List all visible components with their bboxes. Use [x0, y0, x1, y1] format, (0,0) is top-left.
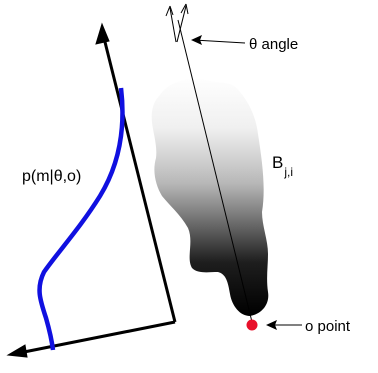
origin-pointer-arrowhead: [266, 320, 277, 330]
region-b-ji: [151, 78, 269, 317]
horizontal-axis: [23, 320, 176, 354]
angle-arrow-line-1: [169, 7, 177, 43]
angle-arrows: [165, 3, 189, 43]
theta-pointer-arrowhead: [191, 35, 202, 45]
density-axes: [6, 22, 177, 358]
theta-angle-label: θ angle: [249, 36, 298, 53]
density-curve: [37, 87, 125, 351]
region-label-subscript: j,i: [283, 165, 293, 179]
origin-point: [246, 319, 258, 331]
theta-pointer-line: [193, 39, 246, 44]
direction-line: [177, 19, 253, 323]
angle-arrow-head-1: [165, 5, 174, 17]
origin-label: o point: [305, 318, 351, 335]
density-label: p(m|θ,o): [22, 168, 81, 185]
angle-arrow-line-2: [176, 5, 187, 43]
vertical-axis-arrowhead: [95, 22, 110, 45]
vertical-axis: [102, 37, 177, 323]
region-label: Bj,i: [272, 153, 293, 179]
angle-arrow-head-2: [180, 3, 189, 15]
region-label-main: B: [272, 153, 283, 172]
horizontal-axis-arrowhead: [6, 344, 28, 358]
